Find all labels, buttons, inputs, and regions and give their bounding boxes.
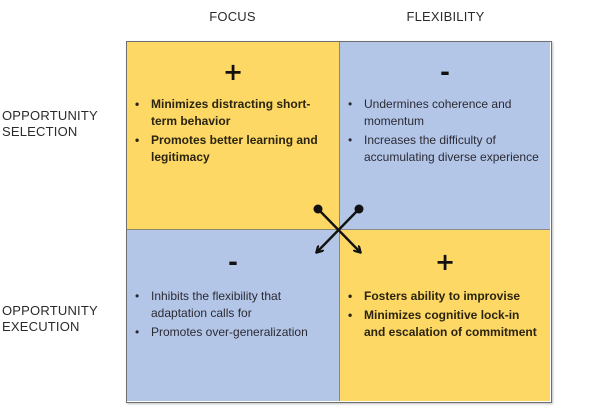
quadrant-flexibility-execution: + • Fosters ability to improvise • Minimiz… (340, 230, 550, 401)
row-header-line: SELECTION (2, 124, 78, 139)
bullet-text: Minimizes distracting short-term behavio… (151, 97, 311, 128)
bullet-icon: • (348, 289, 353, 303)
minus-sign-icon: - (440, 58, 450, 86)
bullet-icon: • (348, 308, 353, 322)
bullet-item: • Promotes better learning and legitimacy (133, 132, 333, 166)
bullet-item: • Undermines coherence and momentum (346, 96, 544, 130)
bullet-item: • Fosters ability to improvise (346, 288, 544, 305)
bullet-item: • Increases the difficulty of accumulatin… (346, 132, 544, 166)
row-header-line: EXECUTION (2, 319, 80, 334)
row-header-opportunity-selection: OPPORTUNITY SELECTION (2, 108, 98, 140)
bullet-icon: • (348, 97, 353, 111)
bullet-icon: • (348, 133, 353, 147)
bullet-icon: • (135, 325, 140, 339)
quadrant-grid: + • Minimizes distracting short-term beha… (126, 41, 552, 403)
bullet-icon: • (135, 133, 140, 147)
bullet-list: • Inhibits the flexibility that adaptatio… (133, 288, 333, 343)
bullet-list: • Fosters ability to improvise • Minimizes… (346, 288, 544, 343)
bullet-item: • Inhibits the flexibility that adaptatio… (133, 288, 333, 322)
row-header-line: OPPORTUNITY (2, 303, 98, 318)
bullet-text: Minimizes cognitive lock-in and escalati… (364, 308, 537, 339)
quadrant-focus-selection: + • Minimizes distracting short-term beha… (127, 42, 340, 230)
bullet-item: • Minimizes distracting short-term behavi… (133, 96, 333, 130)
bullet-list: • Minimizes distracting short-term behavi… (133, 96, 333, 168)
plus-sign-icon: + (434, 248, 456, 276)
column-header-flexibility: FLEXIBILITY (406, 9, 485, 24)
plus-sign-icon: + (222, 58, 244, 86)
bullet-item: • Minimizes cognitive lock-in and escalat… (346, 307, 544, 341)
bullet-list: • Undermines coherence and momentum • Incr… (346, 96, 544, 168)
column-header-focus: FOCUS (209, 9, 256, 24)
bullet-icon: • (135, 97, 140, 111)
minus-sign-icon: - (228, 248, 238, 276)
bullet-text: Increases the difficulty of accumulating… (364, 133, 539, 164)
bullet-text: Fosters ability to improvise (364, 289, 521, 303)
bullet-text: Promotes better learning and legitimacy (151, 133, 318, 164)
row-header-opportunity-execution: OPPORTUNITY EXECUTION (2, 303, 98, 335)
bullet-icon: • (135, 289, 140, 303)
row-header-line: OPPORTUNITY (2, 108, 98, 123)
quadrant-flexibility-selection: - • Undermines coherence and momentum • In… (340, 42, 550, 230)
quadrant-focus-execution: - • Inhibits the flexibility that adaptat… (127, 230, 340, 401)
bullet-item: • Promotes over-generalization (133, 324, 333, 341)
bullet-text: Undermines coherence and momentum (364, 97, 512, 128)
bullet-text: Inhibits the flexibility that adaptation… (151, 289, 282, 320)
bullet-text: Promotes over-generalization (151, 325, 308, 339)
